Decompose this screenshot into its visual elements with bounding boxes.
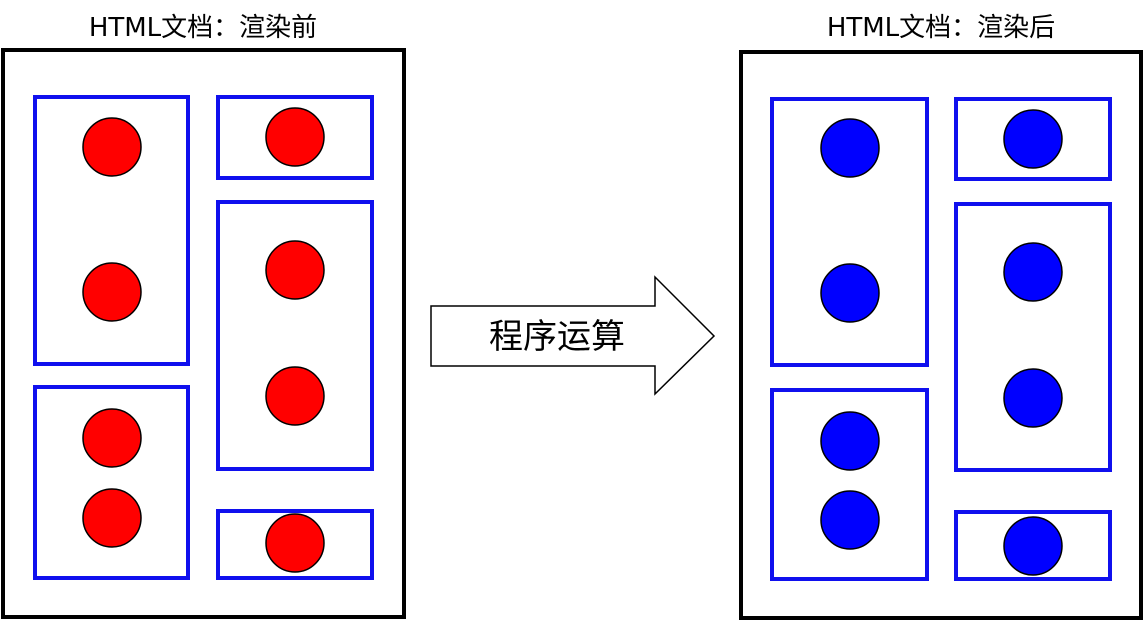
before-document-frame <box>1 48 406 619</box>
red-dot <box>82 262 142 322</box>
after-containers <box>770 97 1112 581</box>
red-dot <box>265 107 325 167</box>
blue-dot <box>820 263 880 323</box>
blue-dot <box>1003 368 1063 428</box>
before-containers <box>33 95 374 580</box>
before-dots <box>82 107 325 573</box>
after-box-right-bottom <box>954 510 1112 581</box>
red-dot <box>82 117 142 177</box>
blue-dot <box>1003 516 1063 576</box>
before-box-right-bottom <box>216 509 374 580</box>
red-dot <box>265 366 325 426</box>
before-box-left-top <box>33 95 190 366</box>
before-box-left-bottom <box>33 385 190 580</box>
red-dot <box>265 513 325 573</box>
arrow-label: 程序运算 <box>489 317 625 357</box>
after-dots <box>820 109 1063 576</box>
blue-dot <box>820 118 880 178</box>
before-box-right-middle <box>216 200 374 471</box>
after-box-right-middle <box>954 202 1112 472</box>
blue-dot <box>820 490 880 550</box>
before-title: HTML文档：渲染前 <box>89 13 317 43</box>
red-dot <box>82 488 142 548</box>
before-box-right-top <box>216 95 374 180</box>
red-dot <box>265 240 325 300</box>
blue-dot <box>1003 242 1063 302</box>
blue-dot <box>1003 109 1063 169</box>
process-arrow <box>430 275 716 396</box>
blue-dot <box>820 411 880 471</box>
after-document-frame <box>739 50 1143 620</box>
after-title: HTML文档：渲染后 <box>827 13 1055 43</box>
after-box-right-top <box>954 97 1112 181</box>
after-box-left-top <box>770 97 929 367</box>
red-dot <box>82 408 142 468</box>
after-box-left-bottom <box>770 388 929 581</box>
